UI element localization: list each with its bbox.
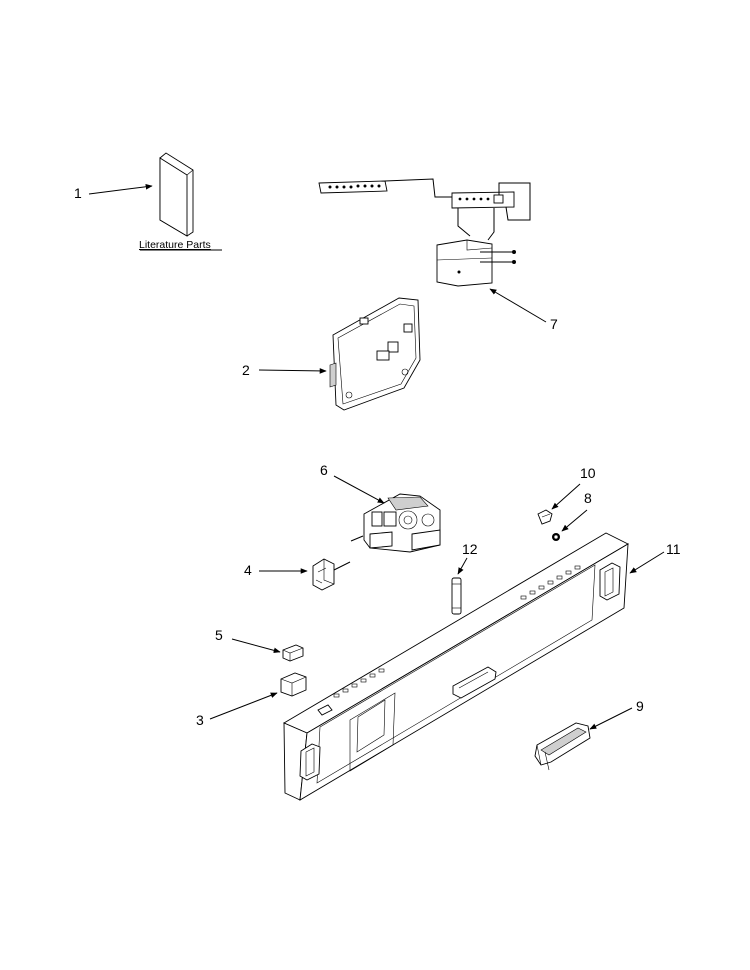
clip	[537, 509, 553, 525]
control-panel	[283, 532, 629, 801]
callout-4: 4	[244, 562, 252, 578]
callout-3: 3	[196, 712, 204, 728]
leader-2	[258, 368, 327, 374]
fuse	[451, 577, 462, 615]
callout-5: 5	[215, 627, 223, 643]
leader-1	[88, 184, 153, 195]
button-cap	[282, 644, 304, 662]
door-latch	[534, 722, 591, 771]
literature-booklet	[159, 152, 194, 237]
callout-9: 9	[636, 698, 644, 714]
leader-6	[333, 475, 385, 504]
leader-11	[629, 551, 665, 574]
bracket-box	[280, 672, 307, 697]
callout-6: 6	[320, 462, 328, 478]
callout-1: 1	[74, 185, 82, 201]
callout-11: 11	[666, 541, 681, 557]
leader-5	[231, 638, 281, 654]
leader-10	[551, 483, 581, 510]
knob-spring	[552, 533, 560, 541]
leader-9	[589, 707, 633, 730]
leader-3	[209, 692, 278, 720]
callout-7: 7	[550, 316, 558, 332]
leader-7	[489, 288, 547, 323]
leader-8	[561, 509, 588, 532]
literature-parts-label: Literature Parts	[139, 239, 211, 251]
door-switch	[312, 558, 351, 591]
actuator-assembly	[350, 493, 441, 553]
callout-12: 12	[462, 541, 478, 557]
callout-8: 8	[584, 490, 592, 506]
leader-12	[457, 557, 468, 575]
callout-2: 2	[242, 362, 250, 378]
callout-10: 10	[580, 465, 596, 481]
wiring-harness-assembly	[318, 178, 531, 287]
control-board	[329, 297, 421, 411]
